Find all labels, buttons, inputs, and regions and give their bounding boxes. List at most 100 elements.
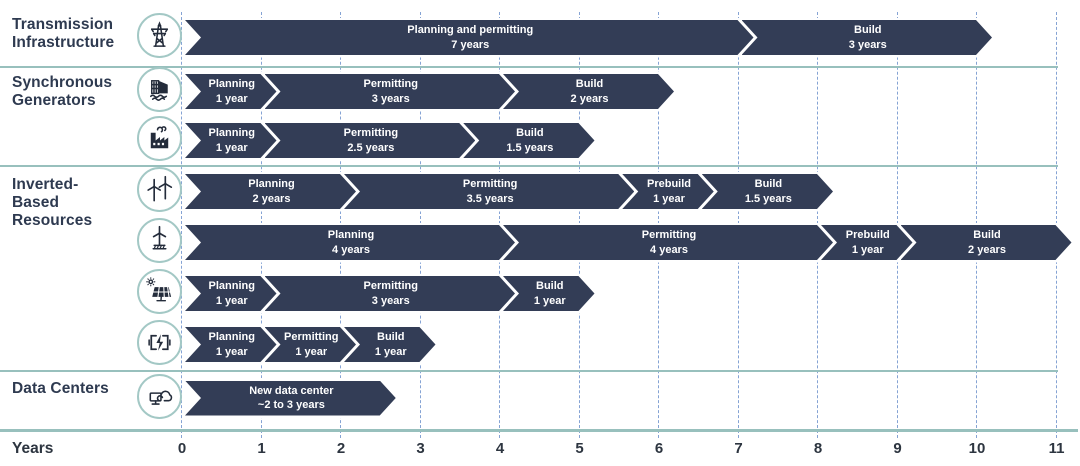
bar-label: Planning	[208, 78, 255, 91]
gas-plant-icon	[136, 116, 182, 161]
bar-label: Permitting	[363, 280, 418, 293]
bar-duration: 7 years	[451, 38, 490, 51]
bar-label: Build	[516, 127, 544, 140]
bar-duration: 3 years	[848, 38, 887, 51]
bar-duration: 1 year	[653, 192, 685, 205]
axis-tick-label: 4	[495, 440, 505, 457]
axis-tick-label: 9	[893, 440, 902, 457]
axis-tick-label: 5	[575, 440, 584, 457]
bar-duration: 4 years	[332, 243, 370, 256]
transmission-tower-icon	[136, 13, 182, 58]
bar-duration: 1 year	[851, 243, 884, 256]
section-label-line: Resources	[12, 211, 93, 229]
bar-duration: 1 year	[215, 92, 248, 105]
bar-duration: ~2 to 3 years	[257, 399, 325, 411]
bar-label: Build	[754, 178, 783, 191]
gantt-bar-body: New data center ~2 to 3 years	[185, 381, 396, 416]
bar-duration: 1.5 years	[744, 192, 792, 205]
bar-duration: 1 year	[215, 294, 248, 307]
bar-label: Planning	[327, 229, 375, 242]
gantt-bar: New data center ~2 to 3 years	[182, 378, 399, 418]
bar-label: Build	[377, 331, 405, 344]
bar-duration: 2 years	[968, 243, 1006, 256]
section-label-line: Inverted-	[12, 176, 79, 193]
bar-label: Build	[854, 24, 882, 37]
section-label-line: Transmission	[12, 16, 114, 33]
axis-tick-label: 0	[177, 440, 187, 457]
axis-title: Years	[12, 440, 54, 457]
data-center-icon	[136, 373, 182, 419]
battery-storage-icon	[136, 320, 182, 365]
bar-duration: 2.5 years	[347, 141, 395, 154]
axis-tick-label: 6	[654, 440, 664, 457]
solar-panel-icon	[136, 269, 182, 314]
bar-label: Build	[575, 78, 604, 91]
bar-duration: 1 year	[215, 345, 248, 358]
bar-duration: 1.5 years	[506, 141, 554, 154]
axis-baseline	[0, 429, 1078, 432]
bar-label: Planning	[208, 127, 255, 140]
onshore-wind-icon	[136, 167, 182, 212]
section-label-line: Based	[12, 193, 60, 211]
section-divider	[0, 370, 1058, 372]
bar-duration: 3 years	[371, 92, 410, 105]
bar-label: New data center	[249, 384, 334, 397]
bar-duration: 2 years	[252, 192, 291, 205]
bar-label: Build	[536, 280, 564, 293]
bar-label: Permitting	[343, 127, 399, 140]
section-label: Data Centers	[12, 380, 109, 398]
bar-duration: 1 year	[295, 345, 328, 358]
bar-label: Build	[973, 229, 1001, 242]
bar-label: Permitting	[641, 229, 697, 242]
bar-label: Planning and permitting	[407, 24, 534, 37]
bar-label: Planning	[248, 178, 295, 191]
section-divider	[0, 66, 1058, 68]
bar-label: Permitting	[363, 78, 418, 91]
bar-duration: 1 year	[533, 294, 566, 307]
year-gridline	[181, 12, 183, 438]
bar-label: Prebuild	[845, 229, 890, 242]
axis-tick-label: 3	[416, 440, 425, 457]
bar-label: Permitting	[462, 178, 518, 191]
section-label-line: Infrastructure	[12, 33, 115, 51]
bar-duration: 3 years	[371, 294, 410, 307]
bar-duration: 1 year	[215, 141, 248, 154]
axis-tick-label: 11	[1048, 440, 1065, 457]
bar-duration: 1 year	[374, 345, 407, 358]
section-divider	[0, 165, 1058, 167]
bar-label: Prebuild	[646, 178, 691, 191]
